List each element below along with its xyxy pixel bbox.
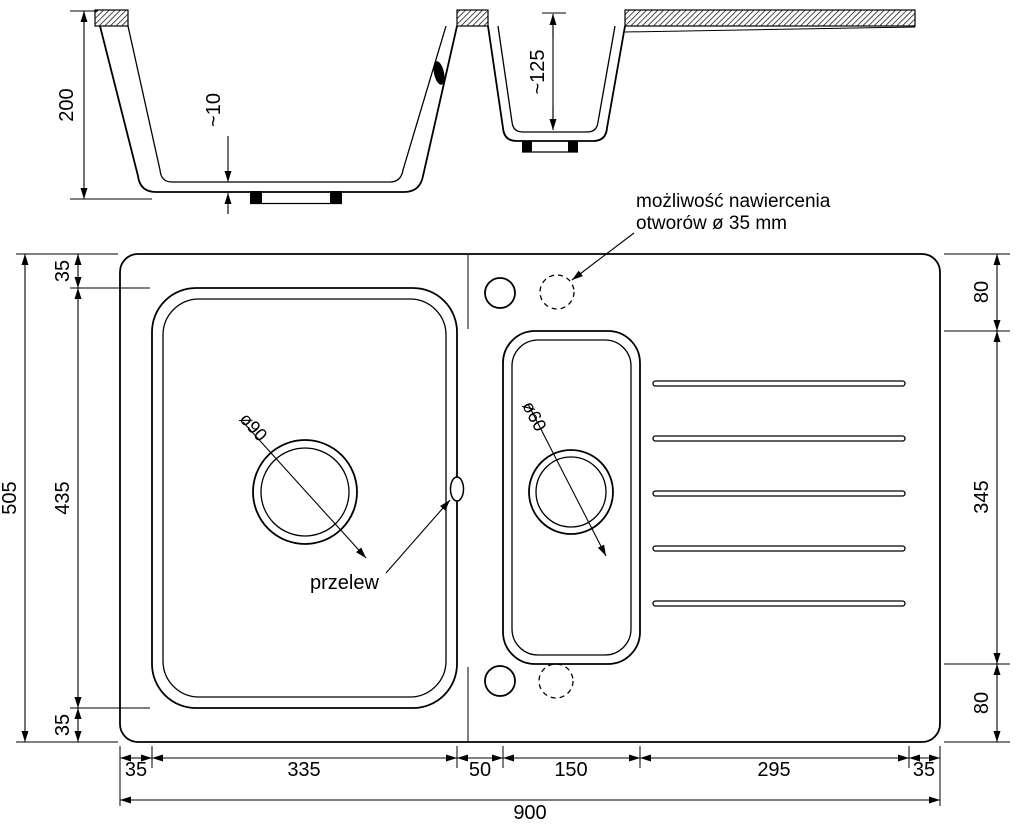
flange-hatch-middle: [456, 9, 489, 27]
tap-hole-bottom: [484, 665, 516, 697]
dim-small-bowl-depth: ~125: [527, 49, 549, 94]
large-drain-outer: [252, 439, 358, 545]
drainer-rib: [652, 435, 906, 442]
small-drain-outer: [528, 449, 614, 535]
dim-left-top: 35: [52, 260, 74, 282]
drill-note-leader: [571, 232, 635, 281]
drainer-rib: [652, 380, 906, 387]
small-bowl-outer: [502, 330, 641, 665]
dim-bottom-3: 50: [469, 759, 491, 781]
large-drain-fitting-right: [330, 191, 342, 204]
small-drain-fitting-left: [522, 141, 532, 152]
drainer-rib: [652, 545, 906, 552]
flange-hatch-left: [94, 9, 129, 27]
drainer-underside-line: [624, 26, 916, 33]
large-drain-leader: [242, 421, 367, 559]
dim-bottom-5: 295: [757, 759, 790, 781]
dim-overall-width: 900: [513, 802, 546, 824]
small-bowl-section-inner: [497, 25, 616, 133]
drainer-ribs: [652, 380, 906, 607]
dim-overall-depth: 505: [0, 481, 21, 514]
large-drain-diameter-label: ø90: [236, 409, 272, 445]
dim-left-bottom: 35: [52, 714, 74, 736]
dim-bottom-6: 35: [913, 759, 935, 781]
plan-dimensions: 505 35 435 35 80 345 80 35 335 50 150 29…: [0, 253, 1010, 824]
small-drain-fitting-right: [568, 141, 578, 152]
plan-view: ø90 ø60 możliwość nawiercenia otworów ø …: [119, 191, 941, 743]
dim-bottom-4: 150: [554, 759, 587, 781]
drill-note-line1: możliwość nawiercenia: [636, 191, 831, 212]
optional-tap-hole-bottom: [538, 663, 574, 699]
tap-hole-top: [484, 277, 516, 309]
drainer-rib: [652, 490, 906, 497]
small-drain-inner: [535, 456, 607, 528]
large-bowl-outer: [151, 287, 458, 709]
optional-tap-hole-top: [539, 274, 575, 310]
large-drain-fitting-left: [250, 191, 262, 204]
dim-depth-total: 200: [56, 88, 78, 121]
large-bowl-inner: [162, 298, 447, 698]
overflow-label: przelew: [310, 572, 379, 594]
dim-right-middle: 345: [971, 480, 993, 513]
section-view: 200 ~10 ~125: [56, 9, 916, 214]
dim-bottom-thickness: ~10: [203, 93, 225, 127]
small-drain-diameter-label: ø60: [518, 398, 550, 435]
large-bowl-section-inner: [127, 25, 447, 183]
flange-hatch-right: [624, 9, 916, 27]
drill-note-line2: otworów ø 35 mm: [636, 213, 787, 234]
sink-outer-edge: [119, 253, 941, 743]
overflow-plan-mark: [449, 476, 465, 502]
overflow-leader: [385, 499, 451, 574]
large-bowl-section-outer: [99, 25, 458, 193]
dim-bottom-1: 35: [125, 759, 147, 781]
small-bowl-inner: [511, 339, 632, 656]
overflow-section-mark: [433, 61, 445, 85]
dim-right-bottom: 80: [971, 692, 993, 714]
large-drain-inner: [260, 447, 350, 537]
dim-bottom-2: 335: [287, 759, 320, 781]
small-bowl-section-outer: [487, 25, 626, 142]
dim-left-middle: 435: [52, 481, 74, 514]
small-drain-leader: [527, 403, 607, 557]
drainer-rib: [652, 600, 906, 607]
dim-right-top: 80: [971, 281, 993, 303]
